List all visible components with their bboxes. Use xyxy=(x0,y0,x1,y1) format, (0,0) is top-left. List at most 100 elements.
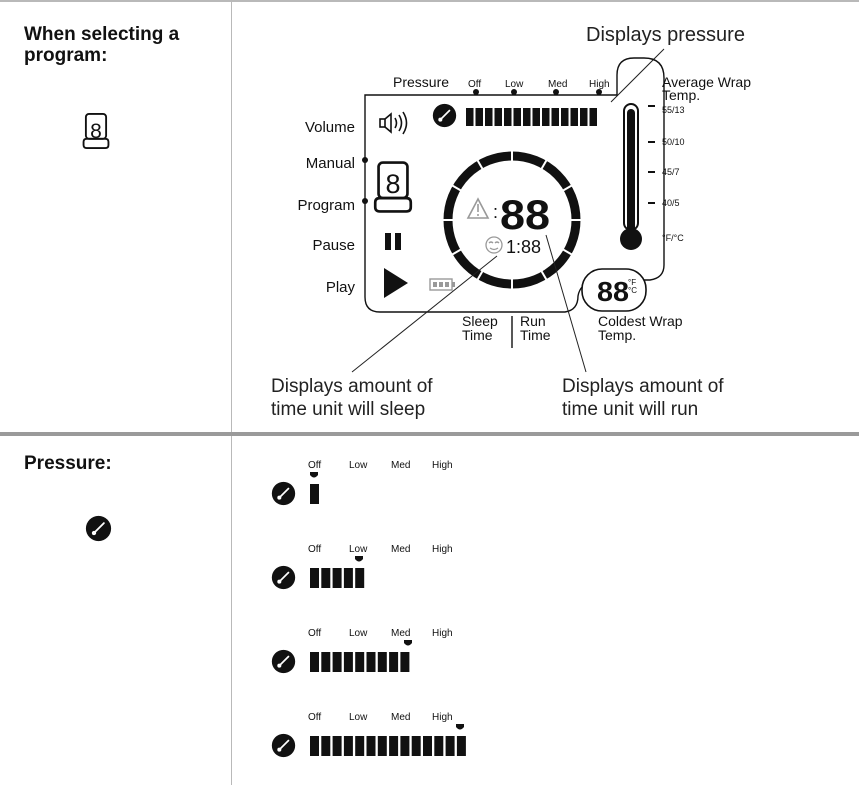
coldest-temp-label-line2: Temp. xyxy=(598,327,636,343)
display-pressure-segment xyxy=(542,108,550,126)
callout-run-line1: Displays amount of xyxy=(562,376,724,397)
ring-tick xyxy=(540,158,548,170)
pressure-level-label: Low xyxy=(349,712,368,723)
pressure-bar-segment xyxy=(423,736,432,756)
callout-line-pressure xyxy=(610,48,665,103)
program-digit-icon: 8 xyxy=(82,112,110,150)
table-row-divider xyxy=(0,432,859,436)
pressure-level-label: Low xyxy=(349,460,368,471)
volume-speaker-icon xyxy=(379,111,408,135)
row-heading-program: When selecting a program: xyxy=(24,24,219,66)
ring-tick xyxy=(562,248,574,256)
time-readout: 1:88 xyxy=(506,237,541,257)
pressure-bar-segment xyxy=(434,736,444,756)
display-pressure-segment xyxy=(485,108,493,126)
pressure-bar-segment xyxy=(310,568,319,588)
pressure-bar-segment xyxy=(321,652,331,672)
pressure-bar-segment xyxy=(332,568,342,588)
row-heading-program-line2: program: xyxy=(24,45,108,66)
callout-displays-pressure: Displays pressure xyxy=(586,24,745,46)
pressure-level-label: Med xyxy=(391,628,410,639)
display-label-manual: Manual xyxy=(306,155,355,172)
pressure-bar-segment xyxy=(343,568,353,588)
coldest-unit-f: °F xyxy=(628,278,636,287)
callout-line-sleep xyxy=(351,255,498,373)
avg-temp-label-line2: Temp. xyxy=(662,87,700,103)
coldest-unit-c: °C xyxy=(628,286,637,295)
display-outline xyxy=(364,57,665,313)
pressure-bar-segment xyxy=(377,652,387,672)
sleep-time-label-line1: Sleep xyxy=(462,313,498,329)
pressure-bar-segment xyxy=(411,736,421,756)
pressure-level-label: High xyxy=(432,460,453,471)
pause-icon xyxy=(385,233,401,250)
display-level-dot-med xyxy=(553,89,559,95)
pressure-level-label: High xyxy=(432,544,453,555)
row-heading-program-line1: When selecting a xyxy=(24,24,180,45)
pressure-bar-segment xyxy=(445,736,455,756)
display-pressure-segment xyxy=(532,108,540,126)
pressure-level-label: Med xyxy=(391,544,410,555)
pressure-bar-segment xyxy=(321,568,331,588)
display-label-program: Program xyxy=(297,197,355,214)
pressure-bar-segment xyxy=(377,736,387,756)
ring-tick xyxy=(450,248,462,256)
pressure-level-label: Off xyxy=(308,460,321,471)
display-pressure-segment xyxy=(551,108,559,126)
ring-tick xyxy=(540,270,548,282)
pressure-bar-segment xyxy=(310,652,319,672)
pressure-bar-segment xyxy=(389,736,399,756)
temp-tick-40-5: 40/5 xyxy=(662,198,680,208)
display-pressure-bar xyxy=(466,108,597,126)
display-pressure-segment xyxy=(494,108,502,126)
display-pressure-segment xyxy=(475,108,483,126)
coldest-temp-readout: 88 xyxy=(597,276,629,307)
display-level-dot-low xyxy=(511,89,517,95)
pressure-bar-segment xyxy=(400,736,410,756)
pressure-level-label: High xyxy=(432,628,453,639)
coldest-temp-label-line1: Coldest Wrap xyxy=(598,313,683,329)
temp-tick-55-13: 55/13 xyxy=(662,105,685,115)
ring-tick xyxy=(476,270,484,282)
display-pressure-label: Pressure xyxy=(393,74,449,90)
display-label-pause: Pause xyxy=(312,237,355,254)
table-top-border xyxy=(0,0,859,2)
pressure-gauge-icon xyxy=(271,565,296,590)
pressure-level-label: Med xyxy=(391,460,410,471)
pressure-bar-segment xyxy=(355,736,365,756)
timer-ring-ticks xyxy=(442,150,582,290)
pressure-bar-segment xyxy=(332,736,342,756)
pressure-bar-segment xyxy=(400,652,410,672)
pressure-level-label: Off xyxy=(308,712,321,723)
display-program-digit-text: 8 xyxy=(385,169,400,199)
display-pressure-segment xyxy=(580,108,588,126)
pressure-bar-segment xyxy=(456,736,466,756)
main-readout: 88 xyxy=(500,191,550,238)
pressure-gauge-icon xyxy=(85,515,112,542)
temp-scale-ticks xyxy=(648,105,655,204)
pressure-level-off: Off Low Med High xyxy=(271,460,453,506)
callout-sleep-line2: time unit will sleep xyxy=(271,399,425,420)
display-program-digit: 8 xyxy=(373,161,413,213)
pressure-bar-segment xyxy=(343,736,353,756)
pressure-level-label: Med xyxy=(391,712,410,723)
pressure-level-label: Low xyxy=(349,544,368,555)
display-pressure-gauge-icon xyxy=(432,103,457,128)
display-pressure-segment xyxy=(589,108,597,126)
display-level-high: High xyxy=(589,79,610,90)
display-level-med: Med xyxy=(548,79,567,90)
pressure-bar-segment xyxy=(332,652,342,672)
display-pressure-segment xyxy=(570,108,578,126)
avg-temp-label-line1: Average Wrap xyxy=(662,74,751,90)
temp-tick-50-10: 50/10 xyxy=(662,137,685,147)
pressure-bar-segment xyxy=(366,652,376,672)
warning-icon xyxy=(466,197,490,219)
pressure-bar-segment xyxy=(366,736,376,756)
program-icon-digit: 8 xyxy=(90,120,102,143)
sleep-time-label-line2: Time xyxy=(462,327,493,343)
